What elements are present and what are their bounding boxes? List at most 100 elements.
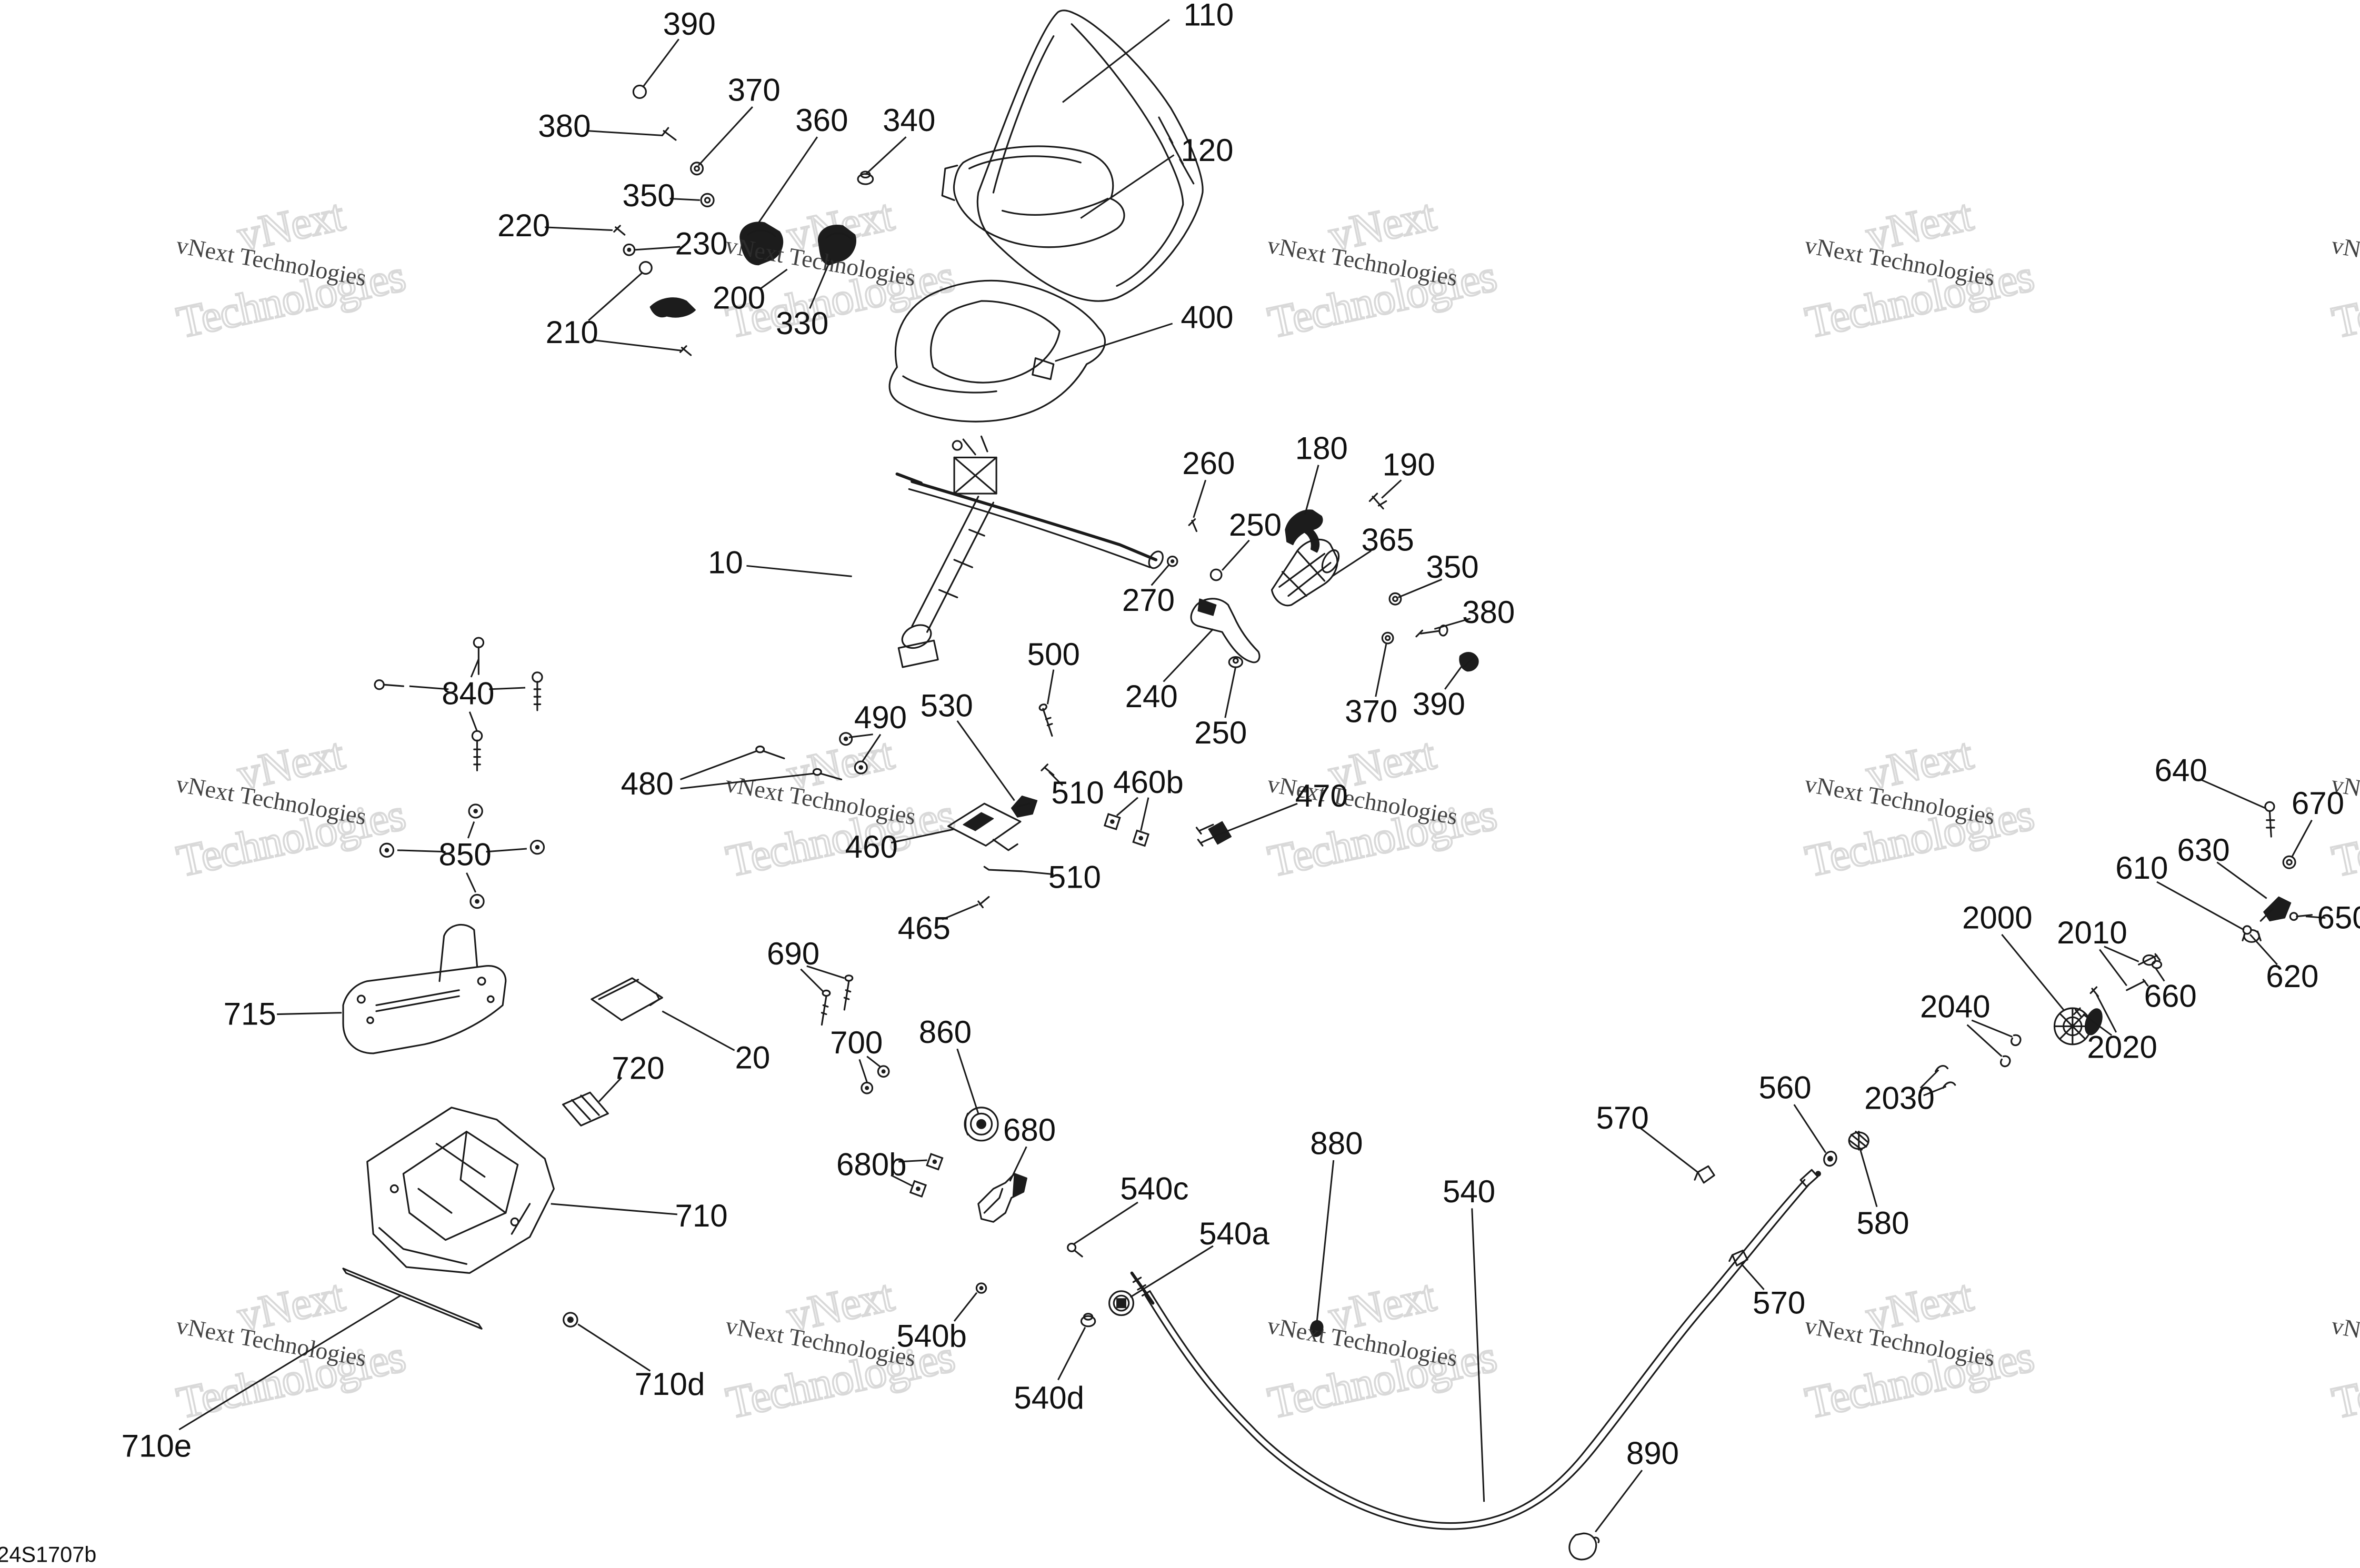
part-2040-clips (1999, 1034, 2022, 1068)
detail (378, 1131, 531, 1265)
inner (704, 197, 711, 204)
nut-b-hole (916, 1187, 921, 1191)
leader-line-715 (277, 1012, 342, 1016)
leader-line-200 (759, 268, 788, 290)
callout-label-365: 365 (1362, 522, 1414, 558)
hole (976, 1119, 986, 1129)
part-350-washer-top (700, 193, 715, 207)
fold (983, 1188, 1004, 1214)
callout-label-680: 680 (1003, 1112, 1056, 1148)
leader-line-540 (1471, 1208, 1485, 1502)
leader-line-850 (486, 848, 527, 853)
leader-line-490 (848, 733, 873, 738)
w2h (384, 848, 389, 853)
wah (881, 1069, 886, 1074)
part-10-steering-column (895, 435, 1164, 668)
column (911, 496, 994, 633)
outline (342, 965, 507, 1054)
part-400-console (888, 279, 1106, 423)
callout-label-2040: 2040 (1920, 989, 1991, 1024)
spokes (2053, 1007, 2092, 1046)
part-880-clip (1309, 1320, 1324, 1337)
leader-line-490 (862, 733, 882, 762)
clip-b (1728, 1249, 1748, 1267)
callout-label-720: 720 (612, 1051, 664, 1086)
vents (1158, 116, 1195, 185)
leader-line-540d (1057, 1326, 1086, 1381)
part-250-washers (1209, 568, 1243, 668)
callout-label-340: 340 (883, 103, 935, 138)
threaded-end (1130, 1271, 1155, 1305)
leader-line-370 (697, 106, 753, 166)
part-230-washer (623, 243, 636, 256)
leader-line-680 (1009, 1146, 1027, 1182)
inner (1392, 596, 1398, 602)
shaft-b (819, 772, 843, 780)
callout-label-180: 180 (1295, 430, 1348, 466)
outline (591, 977, 663, 1021)
hole (567, 1316, 574, 1323)
hole-d (486, 995, 495, 1003)
part-460b-nuts (1103, 813, 1150, 847)
leader-line-720 (598, 1077, 623, 1102)
part-540a-grommet (1108, 1290, 1134, 1316)
outline (888, 279, 1106, 423)
leader-line-850 (466, 872, 477, 893)
callout-label-540d: 540d (1014, 1380, 1084, 1415)
callout-label-640: 640 (2155, 752, 2207, 788)
callout-label-110: 110 (1183, 0, 1234, 33)
part-390-cap-line (1462, 655, 1476, 669)
callout-label-570: 570 (1753, 1285, 1805, 1321)
part-240-brake-lever (1190, 598, 1261, 664)
part-510-pin-b (983, 866, 1023, 872)
edge (1012, 1173, 1027, 1197)
leader-line-370 (1375, 644, 1387, 697)
leader-line-860 (956, 1048, 979, 1114)
part-illustrations (342, 9, 2313, 1561)
leader-line-840 (409, 685, 449, 690)
part-530-detail (1016, 802, 1031, 808)
head-b (812, 768, 822, 776)
outer (1108, 1290, 1134, 1316)
leader-line-210 (588, 272, 644, 321)
callout-label-220: 220 (497, 208, 550, 243)
callout-label-510: 510 (1051, 775, 1104, 810)
leader-line-400 (1055, 323, 1173, 362)
ring (1568, 1532, 1597, 1561)
leader-line-120 (1080, 154, 1175, 219)
lower-bracket (897, 639, 939, 668)
part-850-washers (379, 803, 545, 909)
leader-line-670 (2291, 819, 2313, 857)
callout-label-260: 260 (1182, 446, 1235, 481)
leader-line-2030 (1923, 1085, 1947, 1097)
part-460-switch (947, 802, 1022, 851)
callout-label-390: 390 (1413, 686, 1465, 721)
shaft-a (762, 750, 785, 759)
outline (976, 9, 1204, 302)
callout-label-680b: 680b (836, 1147, 907, 1182)
part-365-grip (1271, 538, 1340, 607)
leader-line-250 (1224, 666, 1237, 718)
part-20-plate (591, 977, 663, 1021)
leader-line-2020 (2096, 994, 2117, 1033)
s1-head (473, 637, 485, 648)
outline (366, 1107, 555, 1274)
end (1321, 549, 1340, 574)
callout-label-690: 690 (767, 936, 819, 971)
callout-label-210: 210 (546, 315, 598, 350)
nut-b-hole (1138, 836, 1143, 841)
callout-label-700: 700 (830, 1025, 883, 1060)
part-680-bracket (977, 1173, 1027, 1223)
leader-line-380 (1434, 617, 1471, 630)
w3h (535, 845, 540, 850)
callout-label-2020: 2020 (2087, 1029, 2157, 1064)
leader-line-460b (1116, 797, 1138, 817)
watermark-small-text: vNext Technologies (2329, 232, 2360, 292)
leader-line-580 (1859, 1149, 1878, 1208)
inner-line (992, 23, 1184, 287)
part-510-pin-a (1041, 763, 1055, 776)
hatch (1278, 550, 1332, 597)
handlebar-lower (908, 488, 1151, 568)
